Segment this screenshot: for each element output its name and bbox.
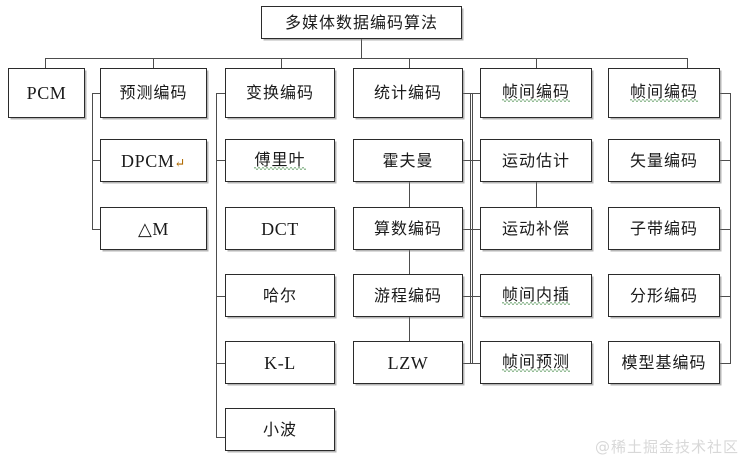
node-haar-label: 哈尔 (262, 285, 297, 305)
connector-bracket-col6 (730, 93, 731, 363)
connector-stub-col4-huffman (463, 160, 473, 161)
connector-stub-col4-head (463, 93, 473, 94)
node-wavelet[interactable]: 小波 (225, 408, 335, 451)
node-fractal-coding-label: 分形编码 (629, 285, 698, 305)
pilcrow-icon: ↵ (174, 154, 186, 170)
node-frame-prediction[interactable]: 帧间预测 (480, 341, 592, 384)
node-vector-coding-label: 矢量编码 (629, 150, 698, 170)
node-pcm-label: PCM (26, 83, 67, 103)
watermark: @稀土掘金技术社区 (594, 438, 739, 456)
connector-link-col4-3 (409, 317, 410, 341)
node-motion-estimation-label: 运动估计 (501, 150, 570, 170)
node-runlength[interactable]: 游程编码 (353, 274, 463, 317)
connector-drop-col5 (536, 58, 537, 68)
node-huffman[interactable]: 霍夫曼 (353, 139, 463, 182)
connector-top-bus (45, 58, 687, 59)
connector-stub-col2-dpcm (92, 160, 101, 161)
node-subband-coding-label: 子带编码 (629, 218, 698, 238)
connector-stub-col3-haar (216, 296, 226, 297)
connector-drop-col1 (45, 58, 46, 68)
connector-stub-col6-subband (720, 229, 731, 230)
node-dct[interactable]: DCT (225, 207, 335, 250)
node-motion-estimation[interactable]: 运动估计 (480, 139, 592, 182)
connector-stub-col3-kl (216, 363, 226, 364)
node-haar[interactable]: 哈尔 (225, 274, 335, 317)
connector-bracket-col5 (470, 93, 471, 363)
node-frame-interpolation-label: 帧间内插 (501, 284, 570, 304)
node-arithmetic-label: 算数编码 (373, 218, 442, 238)
node-intraframe-head-label: 帧间编码 (501, 82, 570, 101)
node-dpcm-label: DPCM↵ (121, 150, 186, 171)
connector-link-col4-2 (409, 250, 410, 274)
connector-drop-col6 (687, 58, 688, 68)
node-transform-head[interactable]: 变换编码 (225, 68, 335, 118)
node-dpcm[interactable]: DPCM↵ (100, 139, 207, 182)
node-interframe-head-label: 帧间编码 (629, 82, 698, 101)
connector-bracket-col4 (472, 93, 473, 363)
node-huffman-label: 霍夫曼 (382, 150, 434, 170)
node-intraframe-head[interactable]: 帧间编码 (480, 68, 592, 118)
node-root-label: 多媒体数据编码算法 (284, 12, 438, 32)
node-statistical-head[interactable]: 统计编码 (353, 68, 463, 118)
connector-stub-col3-fourier (216, 160, 226, 161)
connector-stub-col4-runlength (463, 296, 473, 297)
node-runlength-label: 游程编码 (373, 285, 442, 305)
connector-stub-col2-deltam (92, 229, 101, 230)
connector-stub-col4-lzw (463, 363, 473, 364)
connector-link-col4-1 (409, 182, 410, 207)
connector-stub-col3-head (216, 93, 226, 94)
connector-drop-col4 (409, 58, 410, 68)
connector-stub-col3-wavelet (216, 437, 226, 438)
connector-stub-col6-fractal (720, 296, 731, 297)
node-wavelet-label: 小波 (262, 419, 297, 439)
node-lzw-label: LZW (387, 352, 429, 373)
node-model-based-coding[interactable]: 模型基编码 (608, 341, 720, 384)
connector-drop-col3 (281, 58, 282, 68)
node-kl[interactable]: K-L (225, 341, 335, 384)
node-predictive-head-label: 预测编码 (119, 83, 188, 102)
node-kl-label: K-L (264, 352, 296, 373)
connector-bracket-col2 (92, 93, 93, 229)
connector-stub-col4-arithmetic (463, 229, 473, 230)
node-dct-label: DCT (261, 218, 299, 239)
node-frame-prediction-label: 帧间预测 (501, 351, 570, 371)
node-subband-coding[interactable]: 子带编码 (608, 207, 720, 250)
node-statistical-head-label: 统计编码 (373, 83, 442, 102)
node-predictive-head[interactable]: 预测编码 (100, 68, 207, 118)
node-fourier[interactable]: 傅里叶 (225, 139, 335, 182)
node-delta-m[interactable]: △M (100, 207, 207, 250)
node-arithmetic[interactable]: 算数编码 (353, 207, 463, 250)
node-model-based-coding-label: 模型基编码 (621, 352, 707, 372)
node-fourier-label: 傅里叶 (254, 149, 306, 169)
node-fractal-coding[interactable]: 分形编码 (608, 274, 720, 317)
node-lzw[interactable]: LZW (353, 341, 463, 384)
node-delta-m-label: △M (137, 218, 170, 239)
connector-stub-col5-estimation (470, 160, 481, 161)
node-transform-head-label: 变换编码 (245, 83, 314, 102)
connector-stub-col6-model (720, 363, 731, 364)
node-motion-compensation-label: 运动补偿 (501, 218, 570, 238)
connector-drop-col2 (153, 58, 154, 68)
node-vector-coding[interactable]: 矢量编码 (608, 139, 720, 182)
connector-stub-col5-prediction (470, 363, 481, 364)
node-interframe-head[interactable]: 帧间编码 (608, 68, 720, 118)
connector-root-stem (361, 39, 362, 58)
node-root[interactable]: 多媒体数据编码算法 (261, 6, 462, 39)
node-frame-interpolation[interactable]: 帧间内插 (480, 274, 592, 317)
connector-stub-col6-vector (720, 160, 731, 161)
connector-bracket-col3 (216, 93, 217, 437)
connector-link-col5-1 (536, 182, 537, 207)
connector-stub-col6-head (720, 93, 731, 94)
connector-stub-col5-head (470, 93, 481, 94)
connector-stub-col2-head (92, 93, 101, 94)
node-pcm[interactable]: PCM (8, 68, 85, 118)
node-motion-compensation[interactable]: 运动补偿 (480, 207, 592, 250)
connector-stub-col5-compensation (470, 229, 481, 230)
connector-stub-col5-interpolation (470, 296, 481, 297)
